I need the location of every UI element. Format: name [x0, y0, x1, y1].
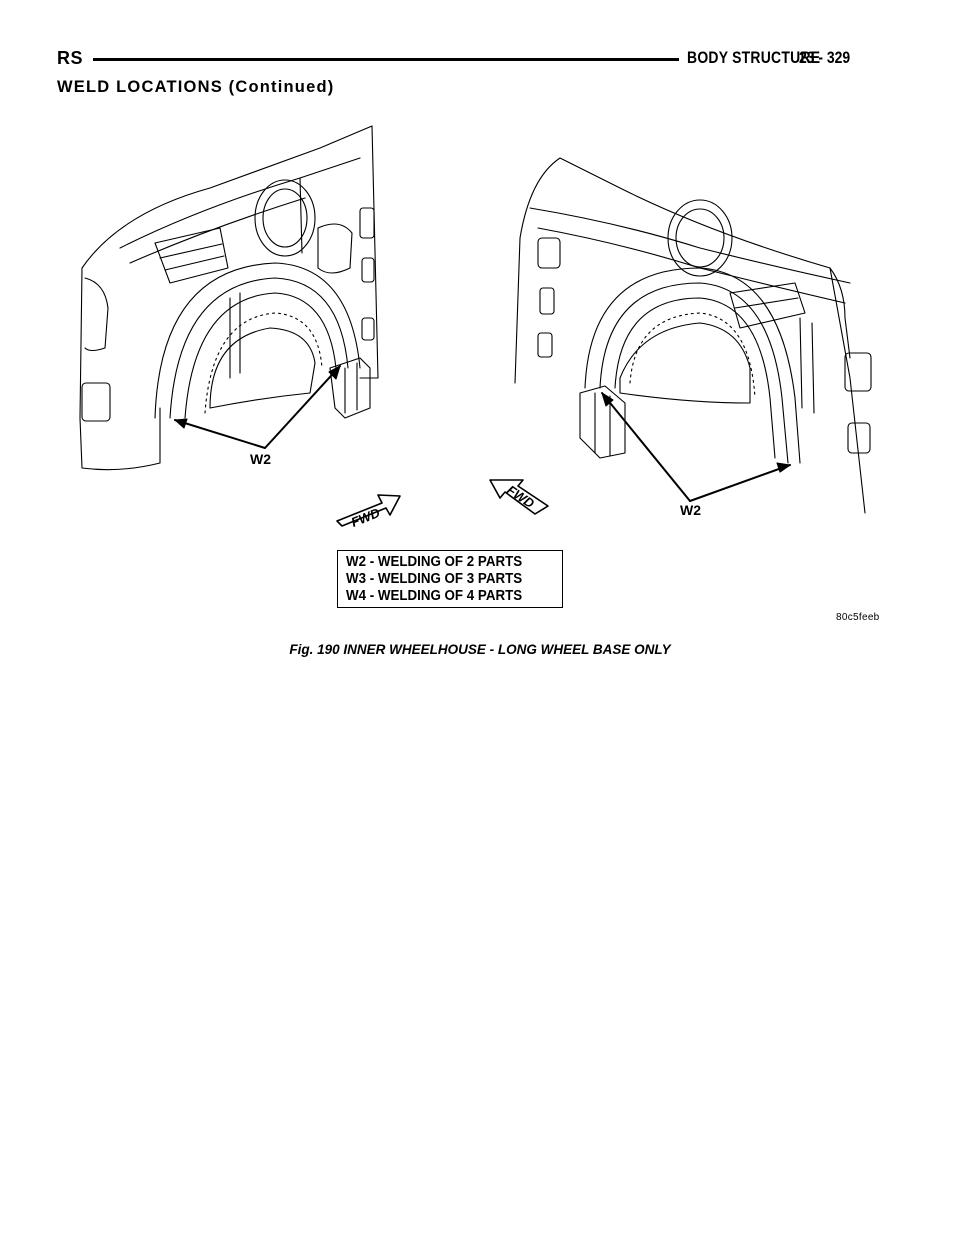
left-wheelhouse-panel	[79, 125, 379, 471]
header-page-number: 23 - 329	[799, 48, 851, 67]
page-header: RS BODY STRUCTURE 23 - 329	[57, 46, 877, 72]
fwd-arrow-left-icon	[336, 494, 401, 527]
figure-reference-code: 80c5feeb	[836, 612, 880, 623]
callout-w2-left: W2	[250, 451, 271, 467]
figure-caption: Fig. 190 INNER WHEELHOUSE - LONG WHEEL B…	[289, 642, 671, 657]
fwd-label-left: FWD	[349, 505, 383, 530]
fwd-arrow-right-icon	[489, 479, 549, 515]
weld-legend-box: W2 - WELDING OF 2 PARTS W3 - WELDING OF …	[337, 550, 563, 608]
callout-w2-right: W2	[680, 502, 701, 518]
header-section-title: BODY STRUCTURE	[687, 48, 821, 67]
section-title: WELD LOCATIONS (Continued)	[57, 78, 335, 96]
wheelhouse-figure: FWD FWD W2 W2	[60, 118, 900, 628]
legend-line-w4: W4 - WELDING OF 4 PARTS	[346, 588, 523, 604]
wheelhouse-drawing: FWD FWD	[79, 125, 872, 530]
legend-line-w3: W3 - WELDING OF 3 PARTS	[346, 571, 523, 587]
header-model-code: RS	[57, 48, 84, 68]
right-wheelhouse-panel	[514, 157, 872, 514]
legend-line-w2: W2 - WELDING OF 2 PARTS	[346, 554, 523, 570]
fwd-label-right: FWD	[504, 482, 537, 511]
header-rule	[93, 58, 679, 61]
